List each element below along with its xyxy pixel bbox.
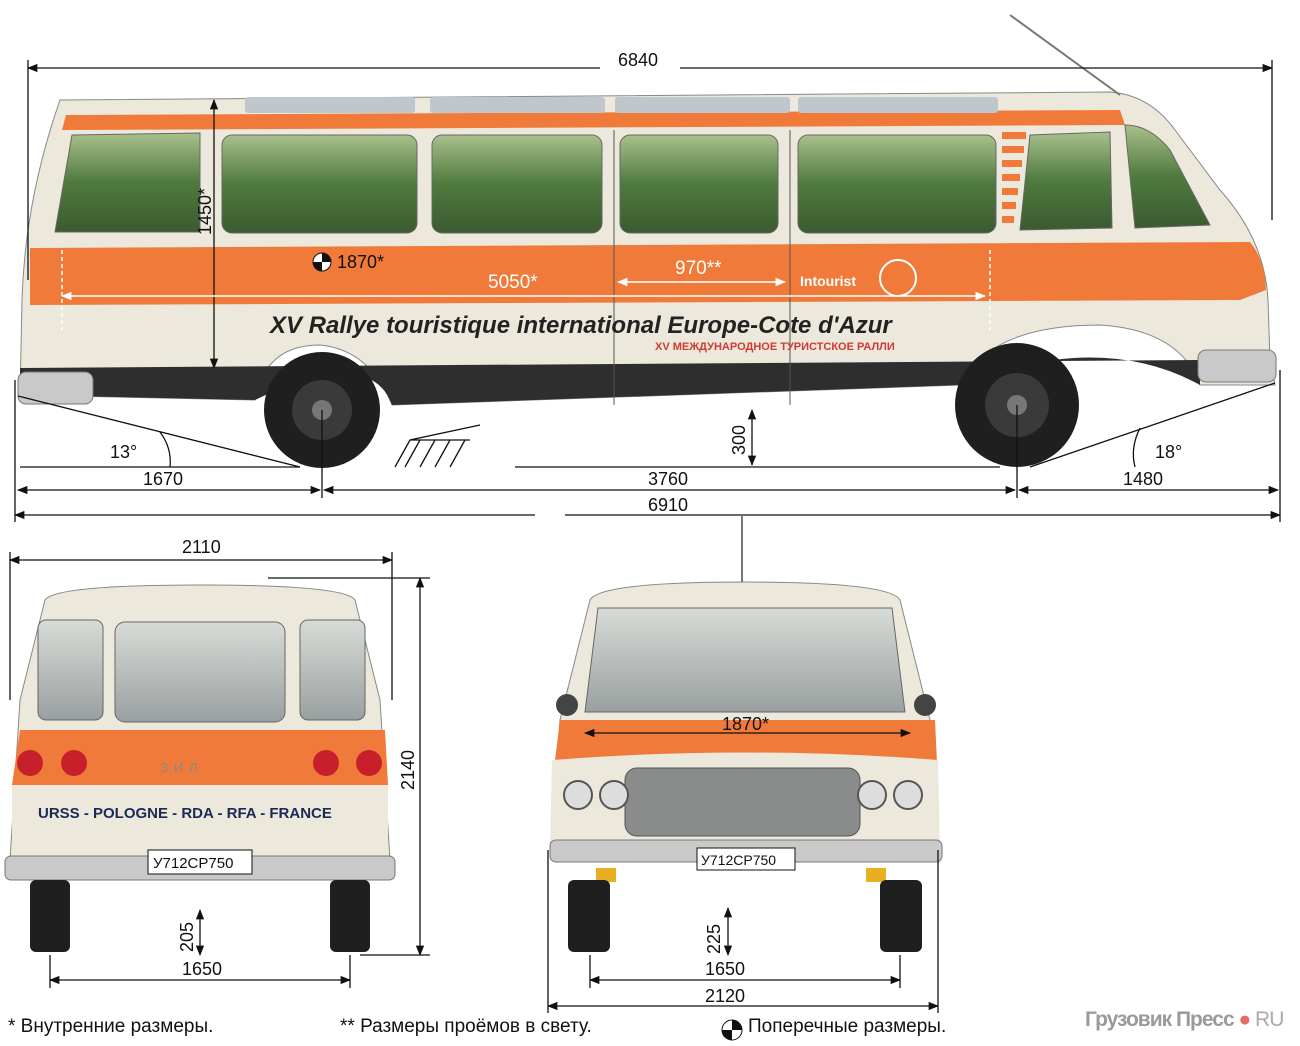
door-window bbox=[619, 134, 779, 234]
rear-plate bbox=[147, 849, 253, 875]
front-plate-text: У712СР750 bbox=[701, 852, 776, 868]
legend-transverse-icon bbox=[721, 1019, 743, 1041]
dim-front-track-label: 1650 bbox=[705, 959, 745, 979]
rear-badge: ЗИЛ bbox=[160, 760, 204, 775]
tail-lights bbox=[17, 750, 382, 776]
dim-rear-track-label: 1650 bbox=[182, 959, 222, 979]
dim-front-interior-width-label: 1870* bbox=[722, 714, 769, 734]
roof-vent bbox=[798, 97, 998, 113]
dim-overall-length-label: 6840 bbox=[618, 50, 658, 70]
legend-note-transverse: Поперечные размеры. bbox=[748, 1016, 947, 1037]
windscreen-front bbox=[584, 607, 906, 713]
watermark-logo: Грузовик Пресс ● RU bbox=[1085, 1008, 1284, 1031]
roof-stripe bbox=[62, 110, 1125, 130]
orange-side-band bbox=[30, 242, 1266, 305]
dim-transverse-label: 1870* bbox=[337, 252, 384, 272]
route-text: URSS - POLOGNE - RDA - RFA - FRANCE bbox=[38, 805, 332, 822]
rear-window bbox=[114, 621, 286, 723]
livery-text-ru: XV МЕЖДУНАРОДНОЕ ТУРИСТСКОЕ РАЛЛИ bbox=[655, 341, 895, 353]
antenna bbox=[1009, 14, 1121, 96]
dim-rear-clearance-label: 205 bbox=[177, 922, 197, 952]
window bbox=[431, 134, 603, 234]
legend-note-openings: ** Размеры проёмов в свету. bbox=[340, 1016, 592, 1037]
rear-side-window bbox=[37, 619, 104, 721]
ground-hatch-icon bbox=[394, 424, 481, 468]
dim-interior-length-label: 5050* bbox=[488, 272, 538, 293]
dim-front-width-label: 2120 bbox=[705, 986, 745, 1006]
front-wheel-right bbox=[880, 880, 922, 952]
dim-rear-height-label: 2140 bbox=[398, 750, 418, 790]
dim-front-overhang-label: 1670 bbox=[143, 469, 183, 489]
rear-side-window bbox=[299, 619, 366, 721]
legend-note-interior: * Внутренние размеры. bbox=[8, 1016, 214, 1037]
livery-text: XV Rallye touristique international Euro… bbox=[268, 312, 893, 339]
brand-text: Intourist bbox=[800, 273, 856, 289]
roof-vent bbox=[430, 97, 605, 113]
dim-clearance-label: 300 bbox=[729, 425, 749, 455]
roof-vent bbox=[245, 97, 415, 113]
front-view: У712СР750 1870* 225 1650 2120 bbox=[546, 515, 943, 1013]
fog-light bbox=[866, 868, 886, 882]
front-plate bbox=[696, 847, 796, 871]
decor-stripes bbox=[1002, 132, 1026, 223]
cab-window bbox=[1019, 131, 1113, 231]
dim-door-opening-label: 970** bbox=[675, 258, 722, 279]
windscreen bbox=[1124, 124, 1211, 229]
window bbox=[797, 134, 997, 234]
rear-orange-band bbox=[12, 730, 388, 785]
window bbox=[54, 132, 201, 233]
mirrors bbox=[556, 694, 936, 716]
rear-plate-text: У712СР750 bbox=[153, 855, 233, 872]
headlights bbox=[563, 780, 923, 810]
dim-interior-height-label: 1450* bbox=[195, 188, 215, 235]
rear-wheel-left bbox=[30, 880, 70, 952]
grille bbox=[624, 767, 861, 837]
rear-view: ЗИЛ URSS - POLOGNE - RDA - RFA - FRANCE … bbox=[4, 537, 430, 988]
dim-rear-width-label: 2110 bbox=[182, 537, 221, 557]
rear-wheel-right bbox=[330, 880, 370, 952]
roof-vent bbox=[615, 97, 790, 113]
departure-angle-line bbox=[1029, 382, 1276, 468]
rear-bumper bbox=[17, 371, 94, 405]
fog-light bbox=[596, 868, 616, 882]
side-view: XV Rallye touristique international Euro… bbox=[13, 14, 1282, 522]
front-bumper bbox=[1197, 349, 1277, 383]
dim-total-length-label: 6910 bbox=[648, 495, 688, 515]
dim-rear-overhang-label: 1480 bbox=[1123, 469, 1163, 489]
approach-angle-line bbox=[17, 395, 301, 468]
window bbox=[221, 134, 418, 234]
dim-front-clearance-label: 225 bbox=[704, 924, 724, 954]
transverse-marker-icon bbox=[312, 252, 332, 272]
dim-wheelbase-label: 3760 bbox=[648, 469, 688, 489]
approach-angle-label: 13° bbox=[110, 442, 137, 462]
front-wheel-left bbox=[568, 880, 610, 952]
departure-angle-label: 18° bbox=[1155, 442, 1182, 462]
